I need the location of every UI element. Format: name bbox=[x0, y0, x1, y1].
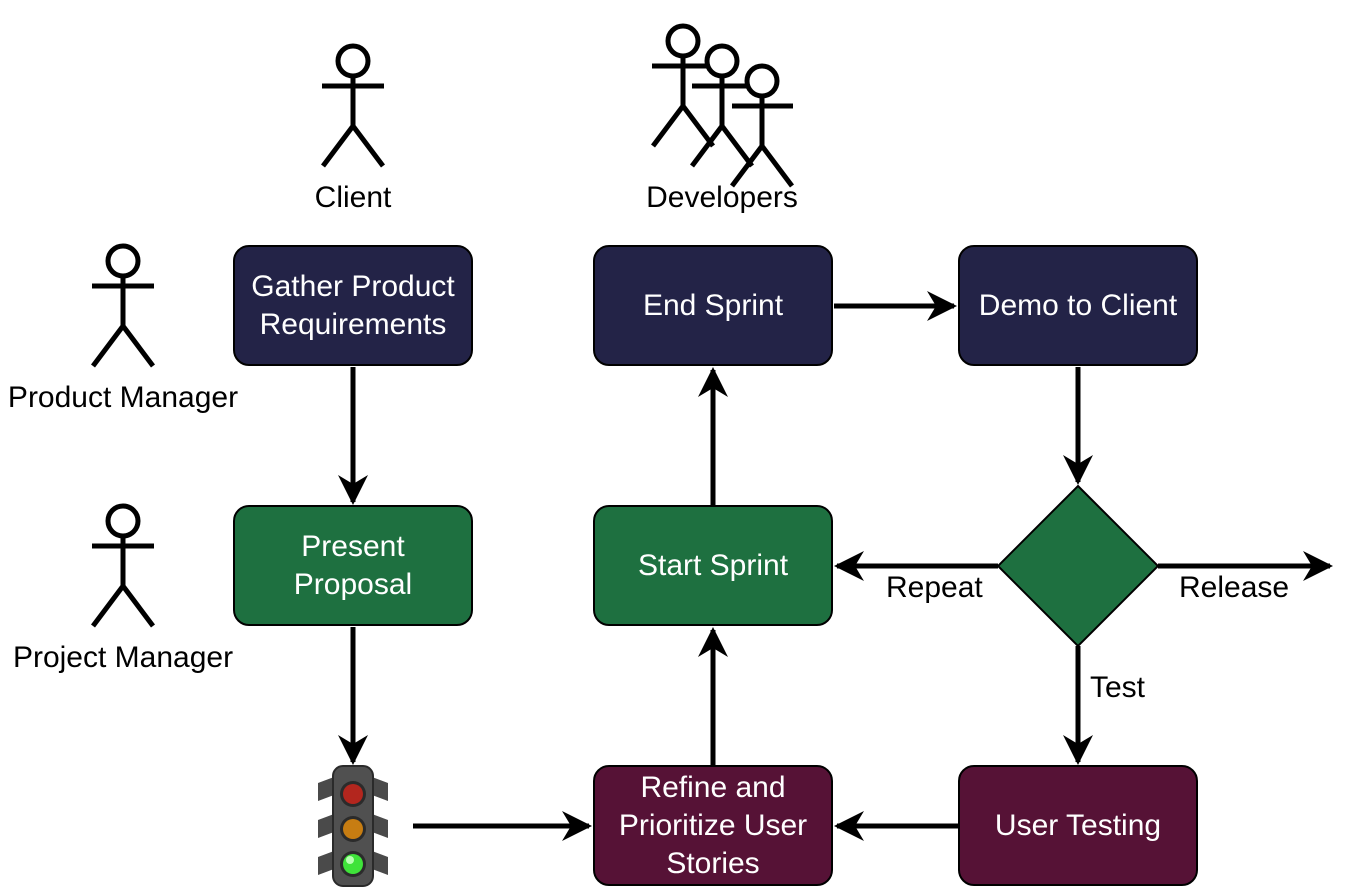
project-manager-actor-icon bbox=[91, 503, 155, 628]
release-edge-label: Release bbox=[1179, 571, 1290, 604]
developer-figure-3-icon bbox=[730, 63, 794, 188]
developers-label: Developers bbox=[646, 181, 798, 214]
developers-actor-icon bbox=[651, 23, 794, 188]
refine-user-stories-node: Refine and Prioritize User Stories bbox=[593, 765, 833, 886]
product-manager-label: Product Manager bbox=[7, 381, 239, 414]
product-manager-actor-icon bbox=[91, 243, 155, 368]
repeat-edge-label: Repeat bbox=[886, 571, 983, 604]
user-testing-node: User Testing bbox=[958, 765, 1198, 886]
present-proposal-node: Present Proposal bbox=[233, 505, 473, 626]
test-edge-label: Test bbox=[1090, 671, 1146, 704]
decision-diamond bbox=[996, 484, 1160, 648]
developer-figure-1-icon bbox=[651, 23, 715, 148]
client-actor-icon bbox=[321, 43, 385, 168]
gather-requirements-node: Gather Product Requirements bbox=[233, 245, 473, 366]
project-manager-label: Project Manager bbox=[12, 641, 234, 674]
end-sprint-node: End Sprint bbox=[593, 245, 833, 366]
demo-to-client-node: Demo to Client bbox=[958, 245, 1198, 366]
developer-figure-2-icon bbox=[690, 43, 754, 168]
client-label: Client bbox=[314, 181, 392, 214]
start-sprint-node: Start Sprint bbox=[593, 505, 833, 626]
traffic-light-icon bbox=[318, 765, 388, 887]
